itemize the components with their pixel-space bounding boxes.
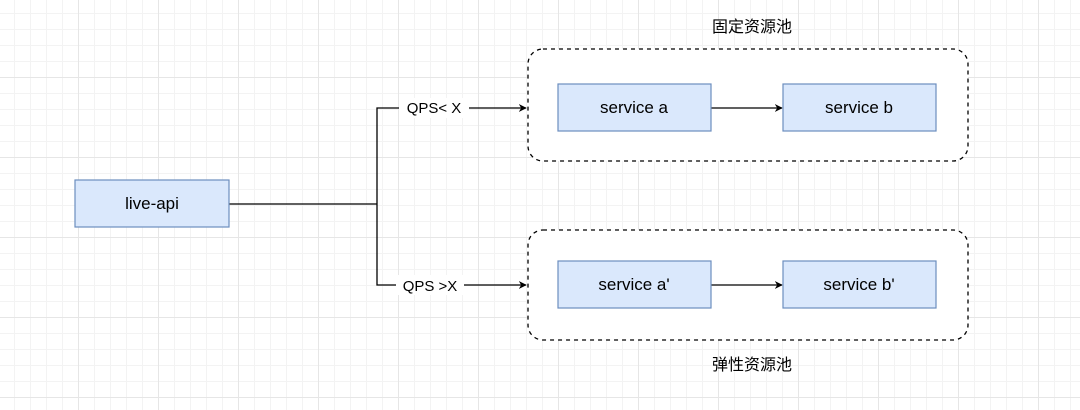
live-api-node[interactable]	[74, 179, 230, 228]
service-b-label: service b	[825, 98, 893, 117]
service-b-node[interactable]	[782, 83, 937, 132]
service-b-prime-node[interactable]	[782, 260, 937, 309]
edge-label-fixed: QPS< X	[407, 100, 462, 117]
elastic-pool-title: 弹性资源池	[712, 355, 792, 374]
edge-label-elastic: QPS >X	[403, 278, 458, 295]
service-b-prime-label: service b'	[823, 275, 894, 294]
service-a-label: service a	[600, 98, 669, 117]
edge-to-elastic-pool	[376, 204, 527, 289]
edge-label-elastic-bg	[396, 275, 464, 295]
live-api-label: live-api	[125, 194, 179, 213]
fixed-pool-title: 固定资源池	[712, 17, 792, 36]
service-a-node[interactable]	[557, 83, 712, 132]
edge-label-fixed-bg	[399, 98, 469, 118]
edge-to-fixed-pool	[376, 104, 527, 204]
service-a-prime-node[interactable]	[557, 260, 712, 309]
fixed-resource-pool	[527, 48, 969, 162]
service-a-prime-label: service a'	[598, 275, 669, 294]
